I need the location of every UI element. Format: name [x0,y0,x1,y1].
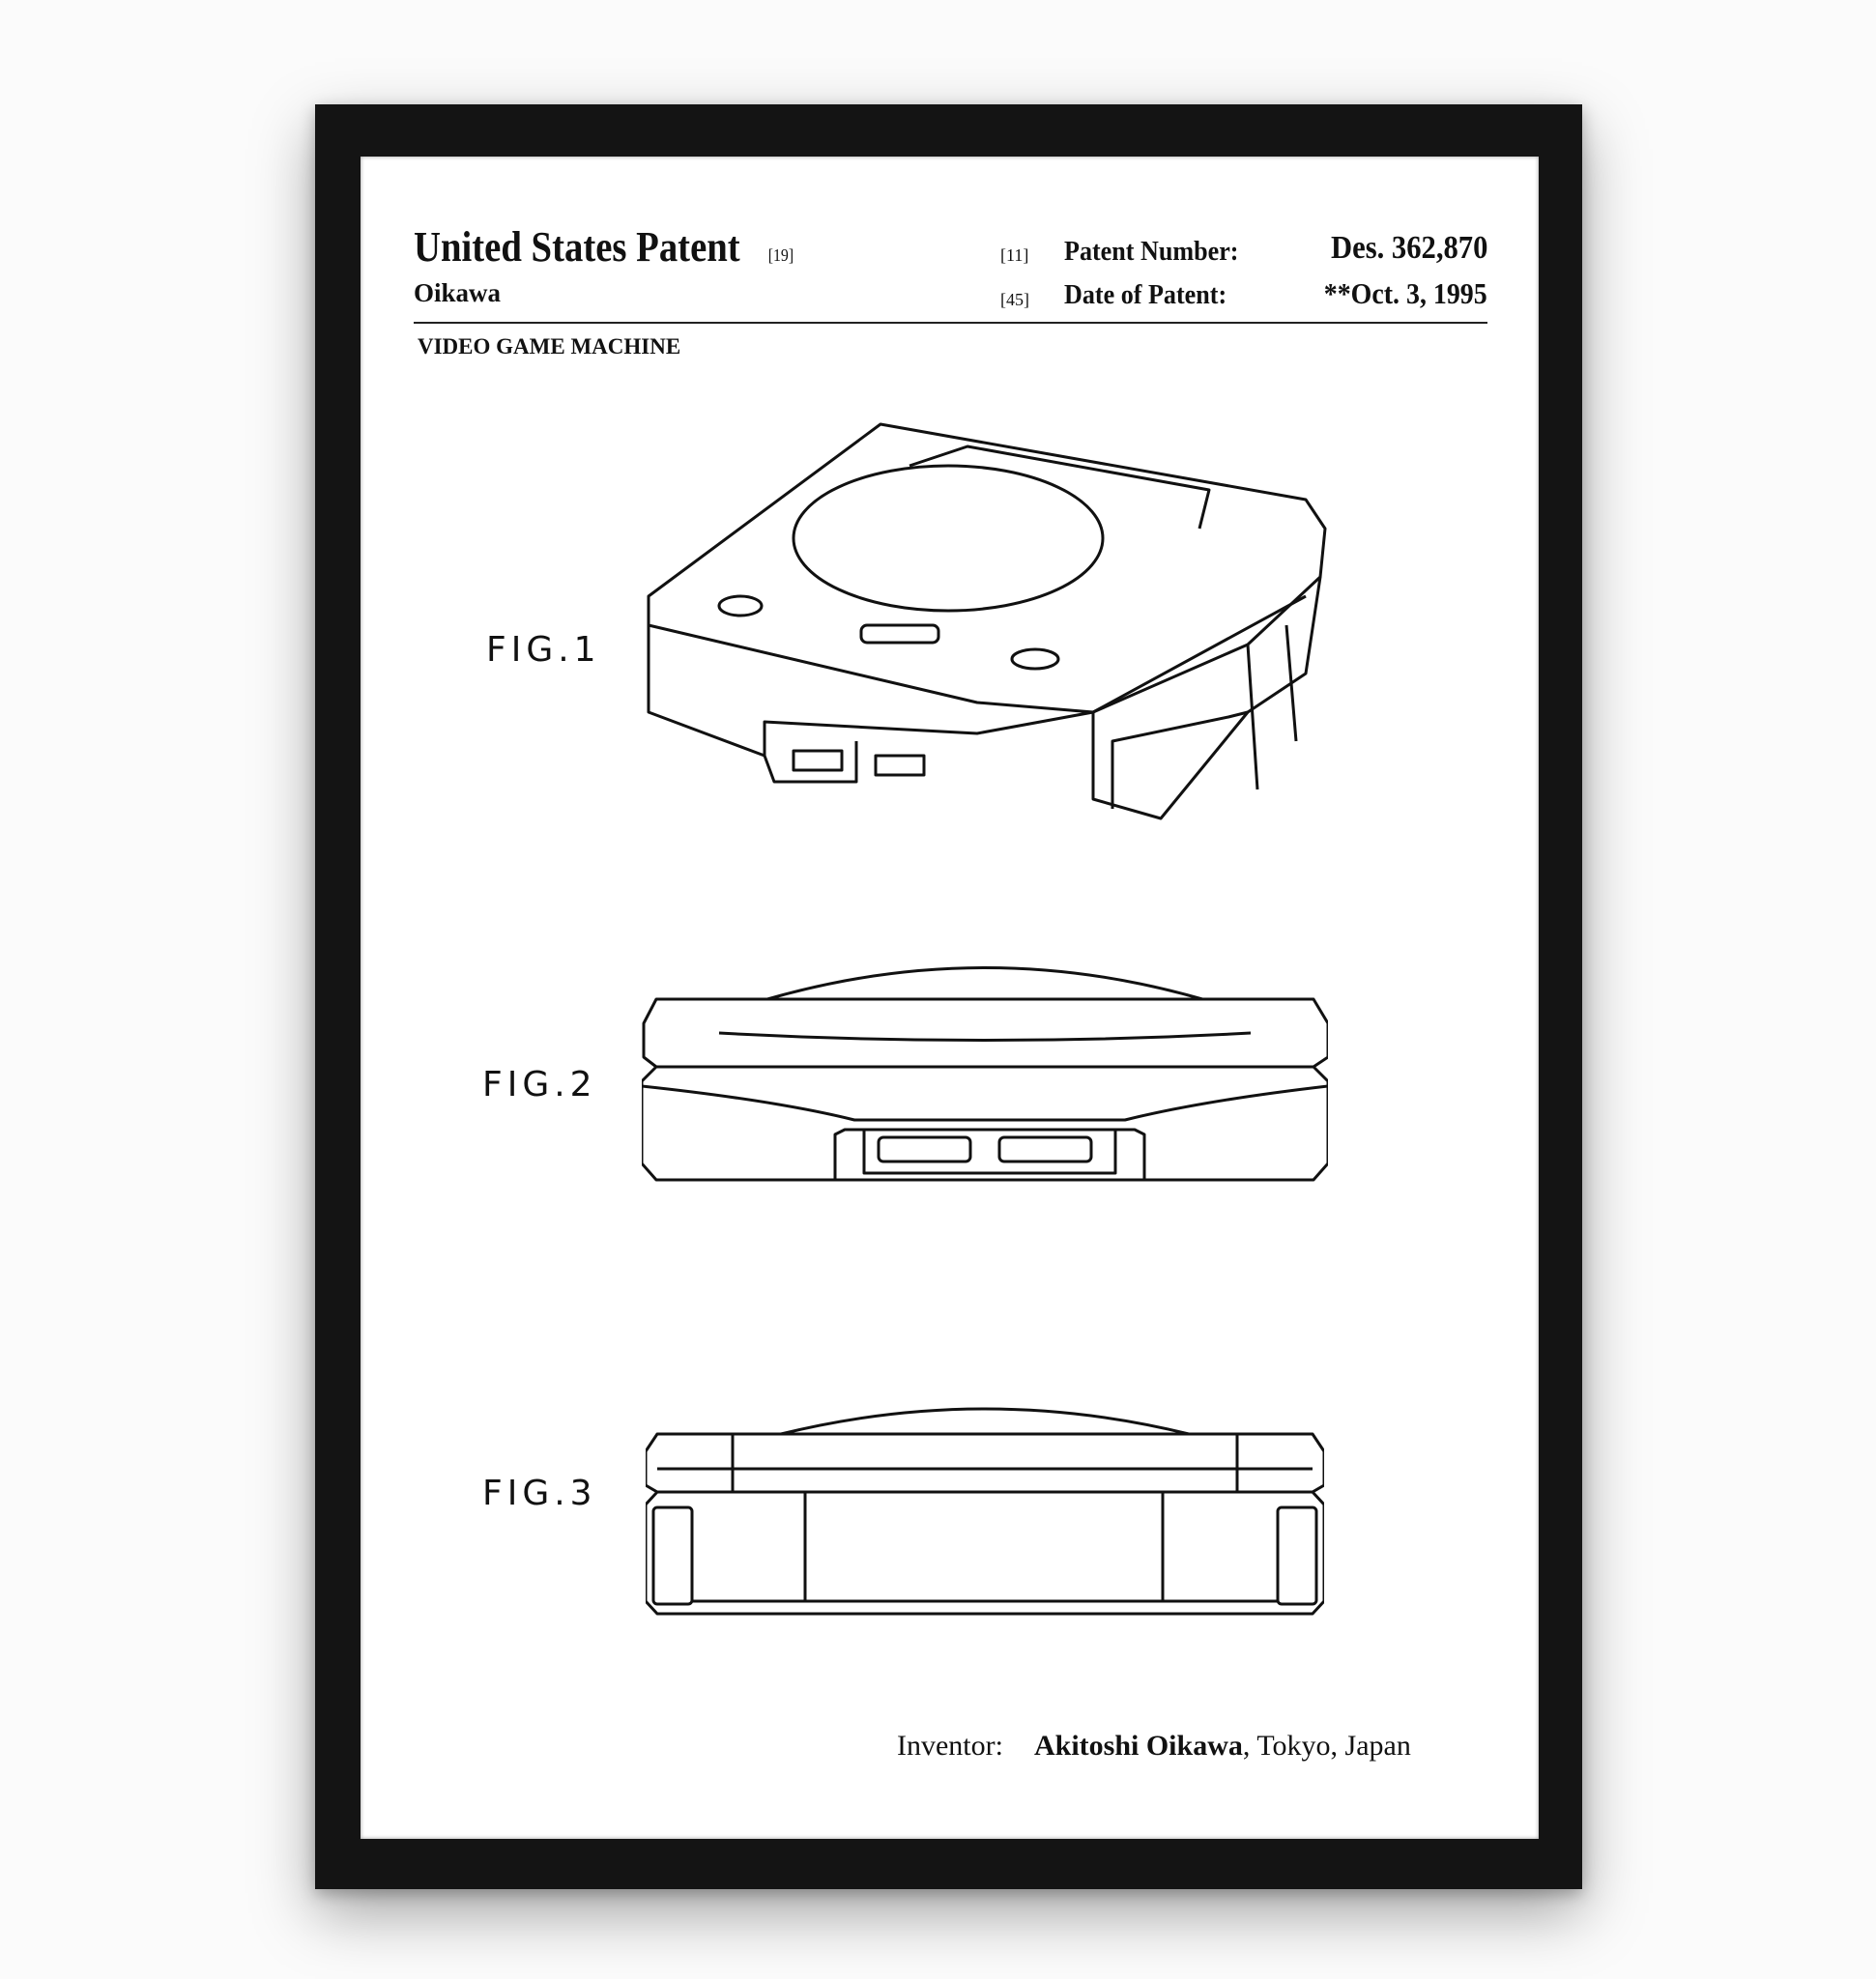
patent-date: **Oct. 3, 1995 [1324,276,1487,310]
patent-title: United States Patent [19] [414,223,794,271]
inventor-short: Oikawa [414,278,502,307]
patent-number: Des. 362,870 [1330,230,1487,266]
inventor-label: Inventor: [897,1730,1003,1762]
patent-poster: United States Patent [19] Oikawa [11] Pa… [361,157,1539,1839]
fig3-label: FIG.3 [482,1474,597,1513]
fig2-drawing [642,966,1328,1182]
title-ref: [19] [767,245,794,265]
fig1-drawing [647,422,1327,820]
fig1-label: FIG.1 [486,630,601,670]
fig3-drawing [646,1407,1324,1616]
inventor-line: Inventor: Akitoshi Oikawa, Tokyo, Japan [897,1730,1411,1763]
date-ref: [45] [1000,290,1029,309]
inventor-location: , Tokyo, Japan [1242,1730,1411,1762]
inventor-name: Akitoshi Oikawa [1033,1730,1243,1762]
date-label: Date of Patent: [1064,279,1227,310]
patent-number-label: Patent Number: [1064,236,1239,267]
fig2-label: FIG.2 [482,1065,597,1104]
subject-title: VIDEO GAME MACHINE [418,334,681,359]
header-rule [414,322,1487,324]
patent-number-ref: [11] [1000,245,1029,265]
